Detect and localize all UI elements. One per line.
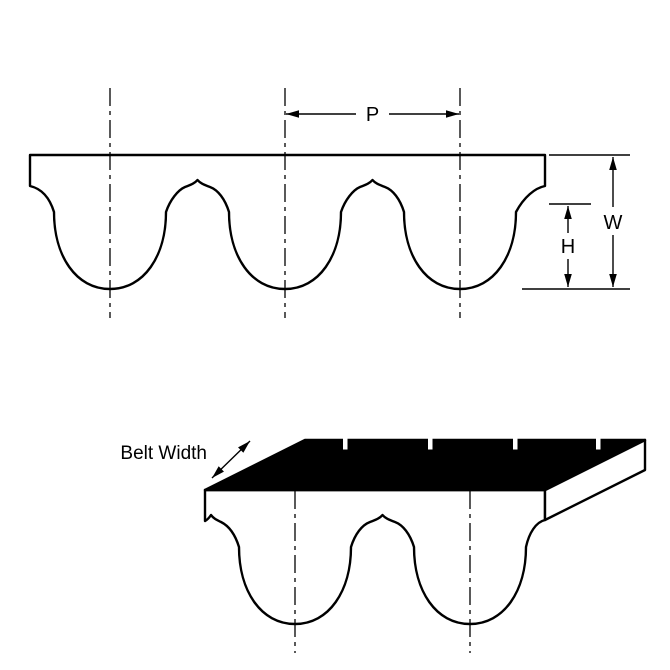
thickness-label: W [604,212,623,234]
belt-profile-outline [28,153,547,291]
back-edge-notch [596,437,601,450]
pitch-dimension: P [286,100,459,127]
pitch-label: P [366,104,379,126]
isometric-tooth-centerlines [294,491,471,653]
tooth-height-label: H [561,236,575,258]
back-edge-notch [428,437,433,450]
pitch-label-backdrop [356,100,389,127]
profile-section-view: P W H [28,88,630,318]
belt-width-annotation: Belt Width [120,440,251,479]
back-edge-notch [513,437,518,450]
belt-width-label: Belt Width [120,443,207,464]
belt-thickness-dimension: W [522,154,630,290]
belt-top-face [203,438,647,492]
belt-width-arrow [211,440,251,479]
top-face-back-edge-notches [343,437,601,450]
tooth-height-label-backdrop [552,233,583,259]
isometric-belt-view: Belt Width [120,437,647,653]
tooth-centerlines [109,88,461,318]
tooth-height-dimension: H [549,203,591,287]
back-edge-notch [343,437,348,450]
thickness-label-backdrop [596,207,630,235]
belt-front-profile-outline [203,488,547,626]
